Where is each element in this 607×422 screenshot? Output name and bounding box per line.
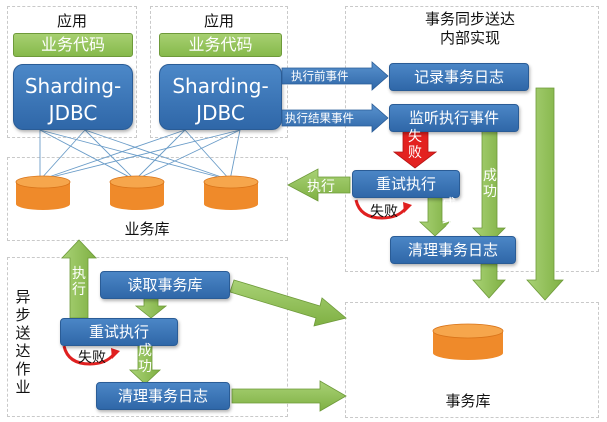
app-left-region — [7, 6, 137, 138]
arrow-exec-result-label: 执行结果事件 — [285, 111, 354, 125]
arrow-listen-fail — [392, 130, 438, 169]
engine-line2: JDBC — [196, 101, 245, 125]
db-cylinder-1-icon — [15, 175, 71, 210]
loop-fail-async-head-icon — [111, 348, 120, 359]
arrow-sync-execute — [287, 168, 351, 202]
tx-db-label: 事务库 — [445, 392, 491, 410]
arrow-retry-success-sync — [418, 196, 452, 237]
arrow-before-exec-label: 执行前事件 — [291, 69, 349, 83]
sync-execute-label: 执行 — [307, 179, 335, 195]
app-right-title: 应用 — [203, 12, 234, 30]
app-right-sharding-jdbc: Sharding- JDBC — [159, 64, 282, 130]
listen-success-label: 成 功 — [483, 168, 497, 200]
listen-exec-event-box: 监听执行事件 — [389, 104, 519, 132]
async-loop-fail-label: 失败 — [78, 350, 106, 366]
app-left-sharding-jdbc: Sharding- JDBC — [13, 64, 133, 130]
async-execute-label: 执 行 — [72, 266, 86, 298]
sync-clean-tx-log-box: 清理事务日志 — [390, 236, 516, 264]
sync-retry-success-label: 成 功 — [442, 197, 456, 229]
async-clean-tx-log-box: 清理事务日志 — [96, 382, 230, 410]
arrow-clean-async-to-txdb — [231, 380, 347, 412]
arrow-exec-result — [281, 103, 389, 133]
arrow-read-to-txdb — [229, 279, 347, 327]
sync-panel-title-line1: 事务同步送达 — [424, 10, 515, 28]
sync-retry-exec-box: 重试执行 — [352, 170, 460, 198]
arrow-record-to-txdb — [526, 87, 564, 301]
record-tx-log-box: 记录事务日志 — [389, 63, 529, 91]
engine-line1: Sharding- — [172, 74, 269, 98]
arrow-async-execute — [61, 239, 97, 319]
arrow-before-exec — [281, 61, 389, 91]
async-retry-success-label: 成 功 — [138, 343, 152, 375]
engine-line2: JDBC — [48, 101, 98, 125]
db-cylinder-3-icon — [203, 175, 259, 210]
loop-fail-sync-head-icon — [403, 202, 412, 213]
app-left-business-code: 业务代码 — [13, 33, 133, 57]
app-left-title: 应用 — [56, 12, 87, 30]
sync-loop-fail-label: 失败 — [370, 204, 398, 220]
async-panel-region — [7, 257, 288, 417]
app-right-business-code: 业务代码 — [159, 33, 282, 57]
loop-fail-async-icon — [62, 345, 116, 366]
db-cylinder-2-icon — [109, 175, 165, 210]
engine-line1: Sharding- — [24, 74, 122, 98]
async-retry-exec-box: 重试执行 — [60, 318, 178, 346]
arrow-clean-to-txdb — [472, 263, 506, 299]
read-tx-db-box: 读取事务库 — [100, 271, 230, 299]
arrow-retry-success-async — [128, 343, 162, 385]
business-db-label: 业务库 — [124, 220, 170, 238]
loop-fail-sync-icon — [354, 199, 408, 220]
sync-panel-region — [345, 6, 599, 272]
listen-fail-label: 失 败 — [408, 129, 422, 161]
arrow-read-to-retry — [134, 295, 168, 319]
tx-db-region — [345, 302, 599, 418]
business-db-region — [7, 157, 288, 241]
async-panel-title: 异 步 送 达 作 业 — [15, 288, 31, 396]
tx-db-cylinder-icon — [432, 323, 504, 360]
sync-panel-title-line2: 内部实现 — [439, 29, 500, 47]
